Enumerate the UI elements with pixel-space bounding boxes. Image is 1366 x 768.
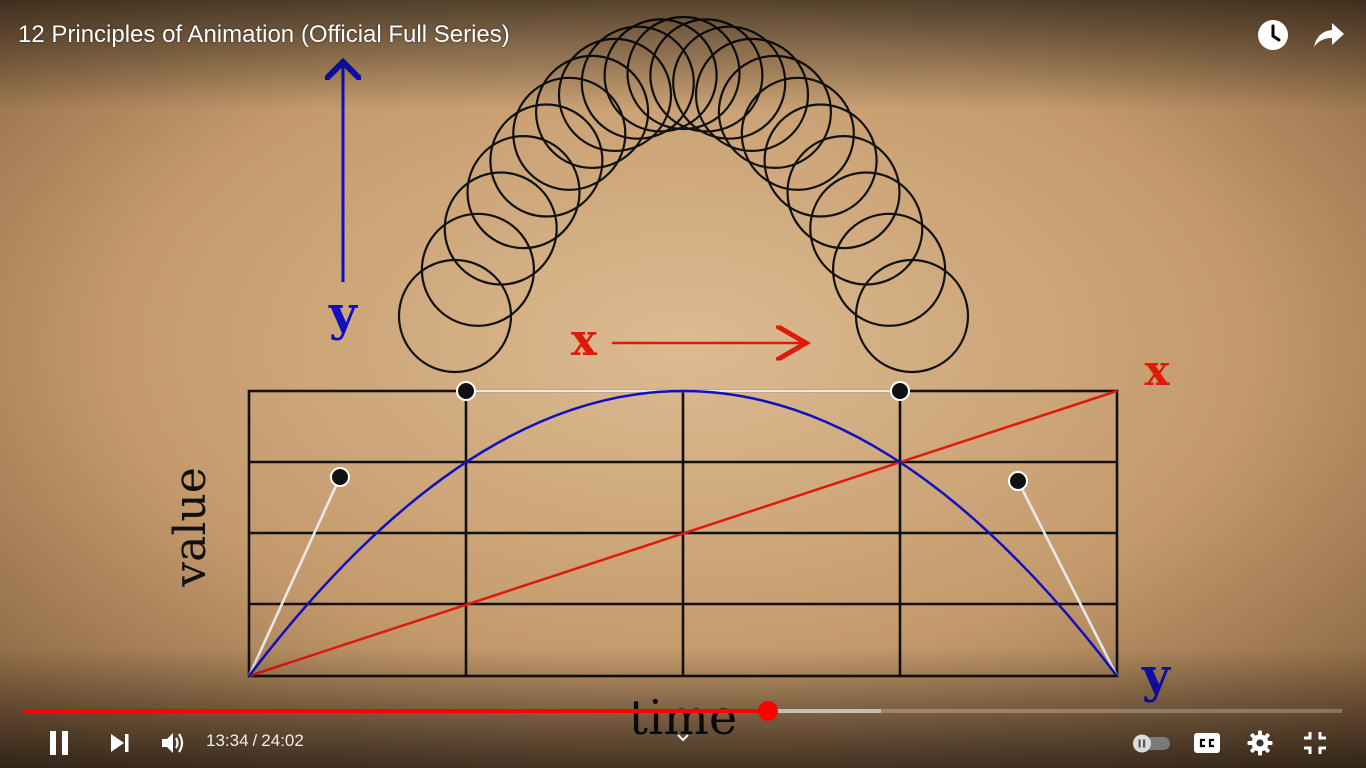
video-title[interactable]: 12 Principles of Animation (Official Ful…	[18, 21, 510, 48]
cc-icon	[1194, 733, 1220, 753]
top-actions	[1256, 18, 1346, 52]
clock-icon	[1258, 20, 1288, 50]
exit-fullscreen-icon	[1304, 732, 1326, 754]
handle-point	[1008, 471, 1028, 491]
bounce-circle	[786, 135, 901, 250]
next-button[interactable]	[103, 726, 137, 760]
handle-point	[890, 381, 910, 401]
chapters-toggle[interactable]	[673, 730, 693, 746]
autoplay-toggle-icon	[1133, 734, 1170, 753]
duration: 24:02	[261, 731, 304, 750]
volume-button[interactable]	[156, 726, 190, 760]
player-controls: 13:34/24:02	[0, 720, 1366, 764]
x-direction-label: x	[571, 315, 598, 366]
y-direction-label: y	[328, 286, 359, 342]
bounce-circle	[420, 212, 535, 327]
seek-bar[interactable]	[24, 701, 1342, 721]
chevron-down-icon	[677, 734, 689, 742]
time-display: 13:34/24:02	[206, 730, 304, 752]
watch-later-button[interactable]	[1256, 18, 1290, 52]
scrubber-handle[interactable]	[757, 701, 778, 721]
bounce-circle	[443, 171, 558, 286]
handle-point	[456, 381, 476, 401]
exit-fullscreen-button[interactable]	[1298, 726, 1332, 760]
current-time: 13:34	[206, 731, 249, 750]
bounce-circle	[466, 135, 581, 250]
settings-button[interactable]	[1243, 726, 1277, 760]
played-bar	[24, 709, 768, 713]
y-curve-label: y	[1141, 648, 1172, 704]
gear-icon	[1247, 730, 1273, 756]
share-button[interactable]	[1312, 18, 1346, 52]
pause-icon	[50, 731, 68, 755]
handle-points	[330, 381, 1028, 491]
autoplay-toggle[interactable]	[1130, 726, 1172, 760]
bounce-circle	[854, 258, 970, 374]
captions-button[interactable]	[1190, 726, 1224, 760]
pause-button[interactable]	[42, 726, 76, 760]
x-curve-label: x	[1144, 346, 1170, 395]
chart-y-axis-label: value	[165, 467, 216, 588]
share-arrow-icon	[1314, 23, 1344, 47]
volume-icon	[162, 733, 184, 753]
x-value-curve	[248, 389, 1118, 678]
handle-point	[330, 467, 350, 487]
next-icon	[111, 734, 129, 752]
time-separator: /	[252, 731, 258, 750]
y-value-curve	[248, 389, 1118, 677]
